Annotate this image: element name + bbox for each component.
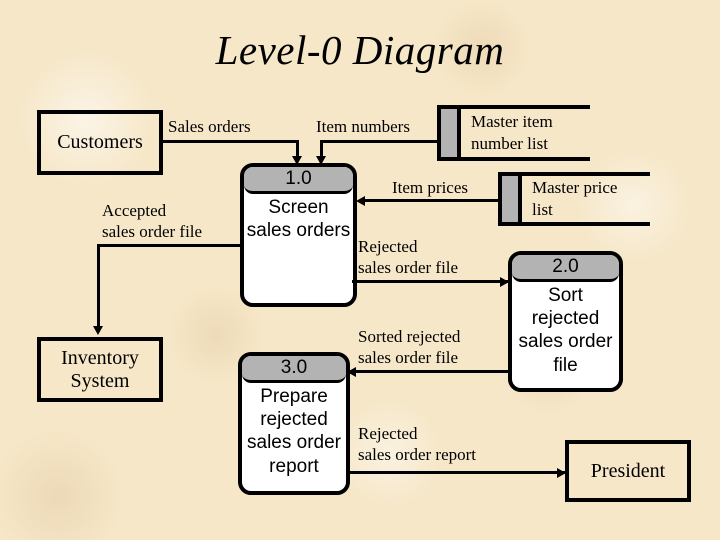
process-2-label: Sort rejected sales order file (518, 285, 613, 376)
store-tab (437, 105, 461, 161)
flow-sales-orders-arrowhead (292, 156, 302, 165)
store-top-line (437, 105, 590, 109)
flow-item-prices-arrowhead (356, 196, 365, 206)
store-line-1: Master price (532, 178, 618, 198)
page-title: Level-0 Diagram (215, 27, 505, 73)
store-bottom-line (498, 222, 650, 226)
data-store-label: Master item number list (471, 105, 588, 161)
flow-accepted-segment-h (97, 244, 243, 247)
entity-customers[interactable]: Customers (37, 110, 163, 175)
flow-sales-orders-segment-v (296, 140, 299, 158)
process-1-label: Screen sales orders (246, 197, 351, 242)
data-store-label: Master price list (532, 172, 648, 226)
flow-item-numbers-segment-h (320, 140, 439, 143)
process-3-prepare-rejected-sales-order-report[interactable]: 3.0 Prepare rejected sales order report (238, 352, 350, 495)
process-3-number: 3.0 (242, 356, 346, 383)
flow-item-prices-label: Item prices (392, 178, 468, 197)
store-tab (498, 172, 522, 226)
flow-item-numbers-label: Item numbers (316, 117, 410, 136)
flow-item-prices-segment-h (365, 199, 501, 202)
store-line-2: number list (471, 134, 548, 153)
flow-rejected-report-arrowhead (557, 468, 566, 478)
entity-president[interactable]: President (565, 440, 691, 502)
flow-item-numbers-segment-v (320, 140, 323, 158)
flow-sorted-rejected-label: Sorted rejected sales order file (358, 327, 461, 367)
entity-inventory-system-label: Inventory System (61, 347, 139, 392)
flow-accepted-arrowhead (93, 326, 103, 335)
store-bottom-line (437, 157, 590, 161)
process-2-sort-rejected-sales-order-file[interactable]: 2.0 Sort rejected sales order file (508, 251, 623, 392)
entity-president-label: President (590, 459, 666, 482)
flow-rejected-file-label: Rejected sales order file (358, 237, 459, 277)
entity-inventory-system[interactable]: Inventory System (37, 337, 163, 402)
flow-accepted-segment-v (97, 244, 100, 328)
store-line-1: Master item (471, 112, 553, 132)
flow-rejected-file-segment-h (352, 280, 508, 283)
flow-sorted-rejected-segment-h (354, 370, 508, 373)
process-1-screen-sales-orders[interactable]: 1.0 Screen sales orders (240, 163, 357, 307)
flow-rejected-file-arrowhead (500, 277, 509, 287)
data-store-master-item-number-list[interactable]: Master item number list (437, 105, 590, 161)
process-2-number: 2.0 (512, 255, 619, 282)
flow-sales-orders-segment-h (163, 140, 299, 143)
process-1-number: 1.0 (244, 167, 353, 194)
flow-sorted-rejected-arrowhead (347, 367, 356, 377)
flow-rejected-report-segment-h (348, 471, 565, 474)
process-3-label: Prepare rejected sales order report (247, 386, 341, 477)
store-top-line (498, 172, 650, 176)
entity-customers-label: Customers (57, 131, 143, 154)
data-store-master-price-list[interactable]: Master price list (498, 172, 650, 226)
flow-item-numbers-arrowhead (316, 156, 326, 165)
store-line-2: list (532, 200, 553, 219)
flow-accepted-label: Accepted sales order file (102, 201, 203, 241)
flow-rejected-report-label: Rejected sales order report (358, 424, 477, 464)
flow-sales-orders-label: Sales orders (168, 117, 251, 136)
